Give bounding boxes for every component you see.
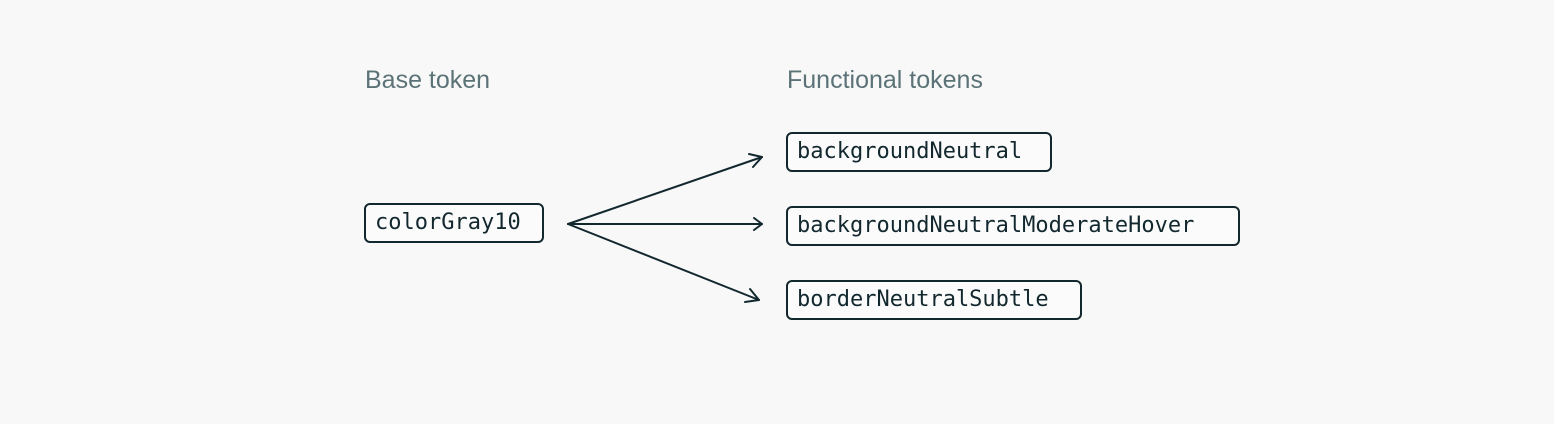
arrowhead-icon xyxy=(744,288,760,303)
arrow-to-background-neutral xyxy=(567,153,763,225)
functional-token-chip-border-neutral-subtle: borderNeutralSubtle xyxy=(786,280,1082,320)
arrow-to-border-neutral-subtle xyxy=(567,223,760,303)
functional-token-chip-background-neutral-moderate-hover: backgroundNeutralModerateHover xyxy=(786,206,1240,246)
base-token-heading: Base token xyxy=(365,66,491,94)
arrowhead-icon xyxy=(753,217,763,231)
base-token-chip: colorGray10 xyxy=(364,203,544,243)
arrow-to-background-neutral-moderate-hover xyxy=(567,217,763,231)
arrowhead-icon xyxy=(748,153,763,168)
functional-tokens-heading: Functional tokens xyxy=(787,66,983,94)
functional-token-chip-background-neutral: backgroundNeutral xyxy=(786,132,1052,172)
